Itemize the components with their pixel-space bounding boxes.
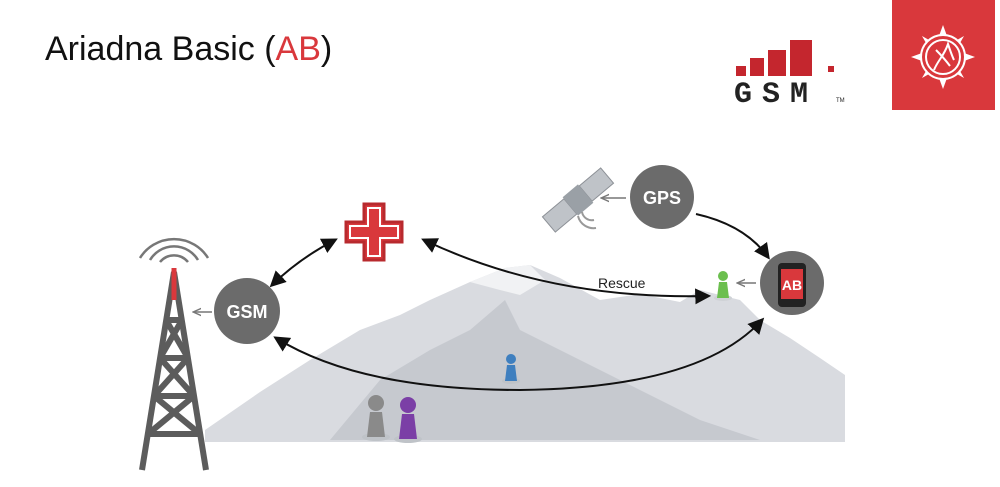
- page-title: Ariadna Basic (AB): [45, 30, 332, 69]
- gsm-logo-bar-3: [768, 50, 786, 76]
- gsm-logo-bar-2: [750, 58, 764, 76]
- mountains: [205, 265, 845, 442]
- mountain-shadow: [330, 300, 760, 440]
- gsm-logo-tm: TM: [836, 98, 845, 104]
- gsm-logo-text: GSM: [734, 78, 818, 106]
- rescue-label: Rescue: [598, 275, 646, 291]
- compass-logo-box: [892, 0, 995, 110]
- gsm-logo: GSM TM: [734, 40, 845, 106]
- arrow-gps-phone: [695, 213, 770, 260]
- medical-cross-icon: [344, 202, 404, 262]
- gsm-logo-bar-1: [736, 66, 746, 76]
- title-prefix: Ariadna Basic (: [45, 30, 276, 68]
- phone-node-label: AB: [782, 277, 802, 293]
- gps-node-label: GPS: [643, 188, 681, 208]
- gsm-tower: [139, 271, 209, 471]
- gsm-node-label: GSM: [226, 302, 267, 322]
- phone-node: AB: [760, 251, 824, 315]
- gsm-logo-bar-4: [790, 40, 812, 76]
- hiker-green-icon: [714, 271, 732, 301]
- arrow-gsm-phone: [273, 317, 765, 392]
- signal-waves-icon: [138, 237, 210, 263]
- hiker-blue-icon: [502, 354, 520, 384]
- gsm-logo-dot: [828, 66, 834, 72]
- gsm-node: GSM: [214, 278, 280, 344]
- title-accent: AB: [275, 30, 321, 68]
- title-suffix: ): [320, 30, 333, 68]
- satellite-icon: [541, 167, 615, 233]
- arrow-gsm-rescue: [269, 238, 338, 288]
- hiker-gray-icon: [362, 395, 390, 441]
- arrow-rescue-hiker: [421, 238, 712, 305]
- hiker-purple-icon: [394, 397, 422, 443]
- compass-icon: [911, 25, 975, 89]
- gps-node: GPS: [630, 165, 694, 229]
